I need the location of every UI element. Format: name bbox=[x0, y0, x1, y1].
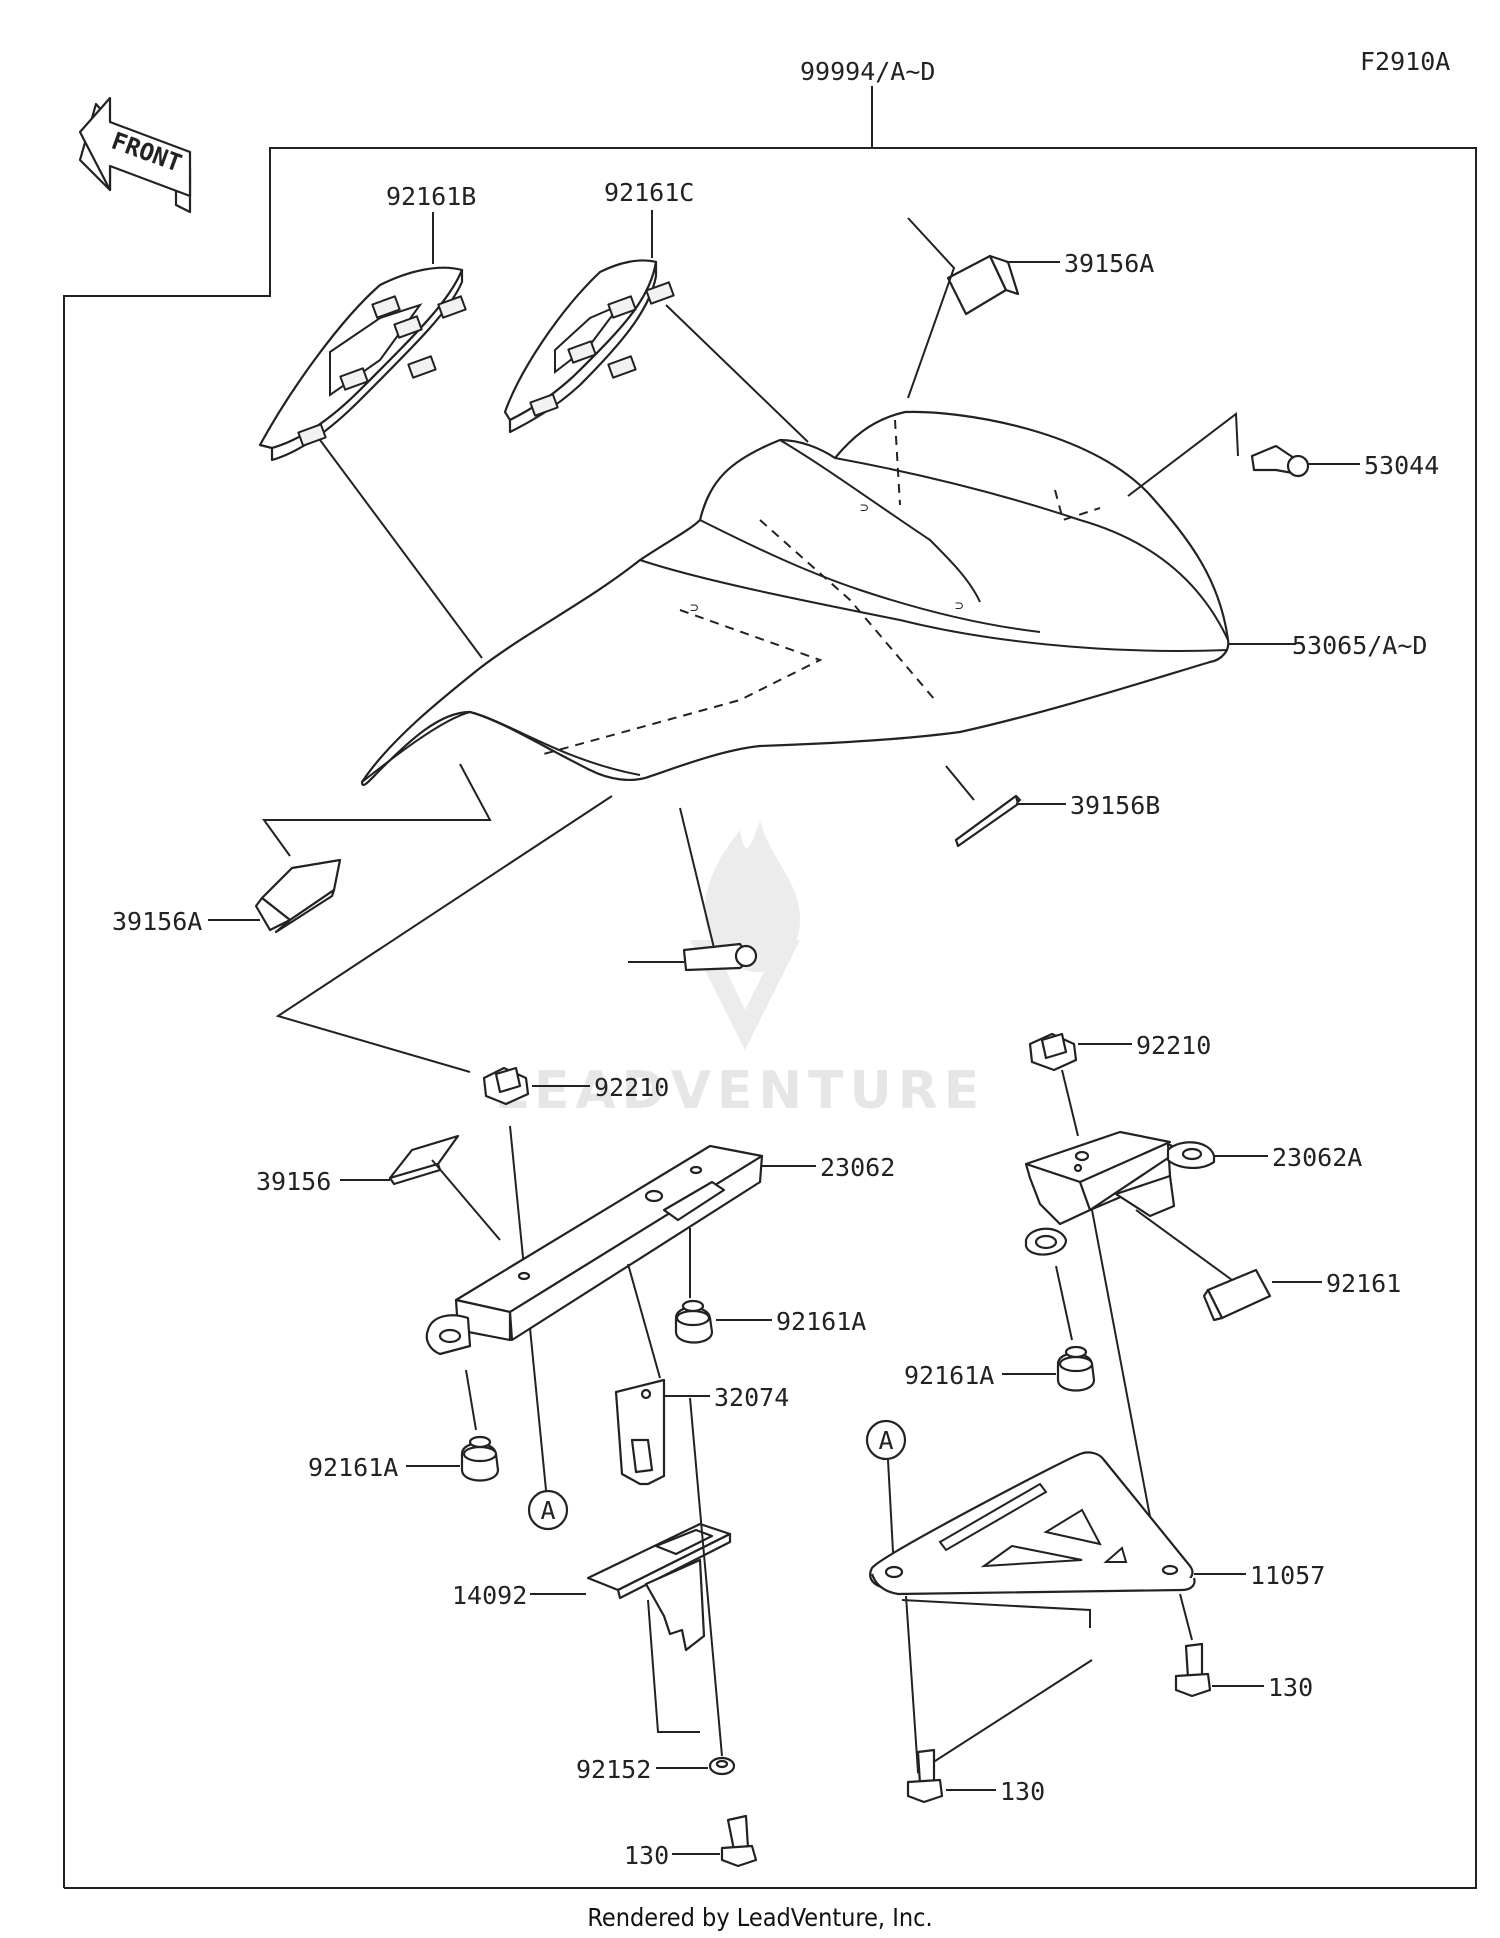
damper-92161a-right bbox=[1056, 1345, 1096, 1392]
damper-92161a-middle bbox=[674, 1299, 714, 1344]
svg-text:⊃: ⊃ bbox=[860, 500, 868, 516]
label-92161a-right: 92161A bbox=[904, 1361, 994, 1390]
svg-text:⊃: ⊃ bbox=[690, 600, 698, 616]
seat-cowl-53065: ⊃ ⊃ ⊃ bbox=[360, 410, 1230, 787]
bracket-23062 bbox=[425, 1144, 764, 1356]
bracket-32074 bbox=[614, 1378, 666, 1486]
label-14092: 14092 bbox=[452, 1581, 527, 1610]
nut-92210-right bbox=[1028, 1032, 1078, 1072]
clip-53044-middle bbox=[682, 942, 758, 972]
damper-39156a-left bbox=[254, 858, 342, 934]
label-99994: 99994/A~D bbox=[800, 57, 935, 86]
label-92161a-left: 92161A bbox=[308, 1453, 398, 1482]
label-39156a-left: 39156A bbox=[112, 907, 202, 936]
watermark-text: LEADVENTURE bbox=[495, 1061, 986, 1121]
front-direction-arrow: FRONT bbox=[78, 96, 192, 214]
plate-11057 bbox=[869, 1451, 1196, 1596]
reference-marker-a-right: A bbox=[865, 1419, 907, 1461]
damper-39156 bbox=[388, 1134, 460, 1186]
label-92161: 92161 bbox=[1326, 1269, 1401, 1298]
leadventure-watermark: LEADVENTURE bbox=[495, 820, 986, 1121]
label-92210-left: 92210 bbox=[594, 1073, 669, 1102]
reference-marker-a-left: A bbox=[527, 1489, 569, 1531]
svg-text:A: A bbox=[540, 1496, 555, 1525]
label-92161b: 92161B bbox=[386, 182, 476, 211]
label-92210-right: 92210 bbox=[1136, 1031, 1211, 1060]
label-23062: 23062 bbox=[820, 1153, 895, 1182]
svg-text:⊃: ⊃ bbox=[955, 598, 963, 614]
label-130-bottom: 130 bbox=[624, 1841, 669, 1870]
label-11057: 11057 bbox=[1250, 1561, 1325, 1590]
bolt-130-middle bbox=[906, 1748, 944, 1804]
svg-text:A: A bbox=[878, 1426, 893, 1455]
damper-39156b bbox=[954, 794, 1022, 848]
label-32074: 32074 bbox=[714, 1383, 789, 1412]
label-130-middle: 130 bbox=[1000, 1777, 1045, 1806]
label-39156: 39156 bbox=[256, 1167, 331, 1196]
label-92161a-middle: 92161A bbox=[776, 1307, 866, 1336]
damper-92161 bbox=[1202, 1268, 1272, 1322]
kit-bracket-frame bbox=[63, 86, 1477, 1889]
label-92161c: 92161C bbox=[604, 178, 694, 207]
label-39156a-top: 39156A bbox=[1064, 249, 1154, 278]
nut-92210-left bbox=[482, 1066, 530, 1106]
label-130-right: 130 bbox=[1268, 1673, 1313, 1702]
label-92152: 92152 bbox=[576, 1755, 651, 1784]
label-53044-right: 53044 bbox=[1364, 451, 1439, 480]
collar-92152 bbox=[708, 1756, 736, 1776]
label-53065: 53065/A~D bbox=[1292, 631, 1427, 660]
holder-14092 bbox=[586, 1522, 732, 1652]
diagram-code: F2910A bbox=[1360, 47, 1450, 76]
cushion-pad-92161b bbox=[258, 266, 467, 462]
label-23062a: 23062A bbox=[1272, 1143, 1362, 1172]
footer-credit: Rendered by LeadVenture, Inc. bbox=[587, 1903, 932, 1932]
label-39156b: 39156B bbox=[1070, 791, 1160, 820]
damper-39156a-top bbox=[946, 254, 1020, 316]
bracket-23062a bbox=[1024, 1130, 1216, 1256]
cushion-pad-92161c bbox=[503, 259, 675, 434]
clip-53044-right bbox=[1250, 444, 1310, 478]
bolt-130-bottom bbox=[720, 1814, 758, 1868]
damper-92161a-left bbox=[460, 1435, 500, 1482]
bolt-130-right bbox=[1174, 1642, 1212, 1698]
